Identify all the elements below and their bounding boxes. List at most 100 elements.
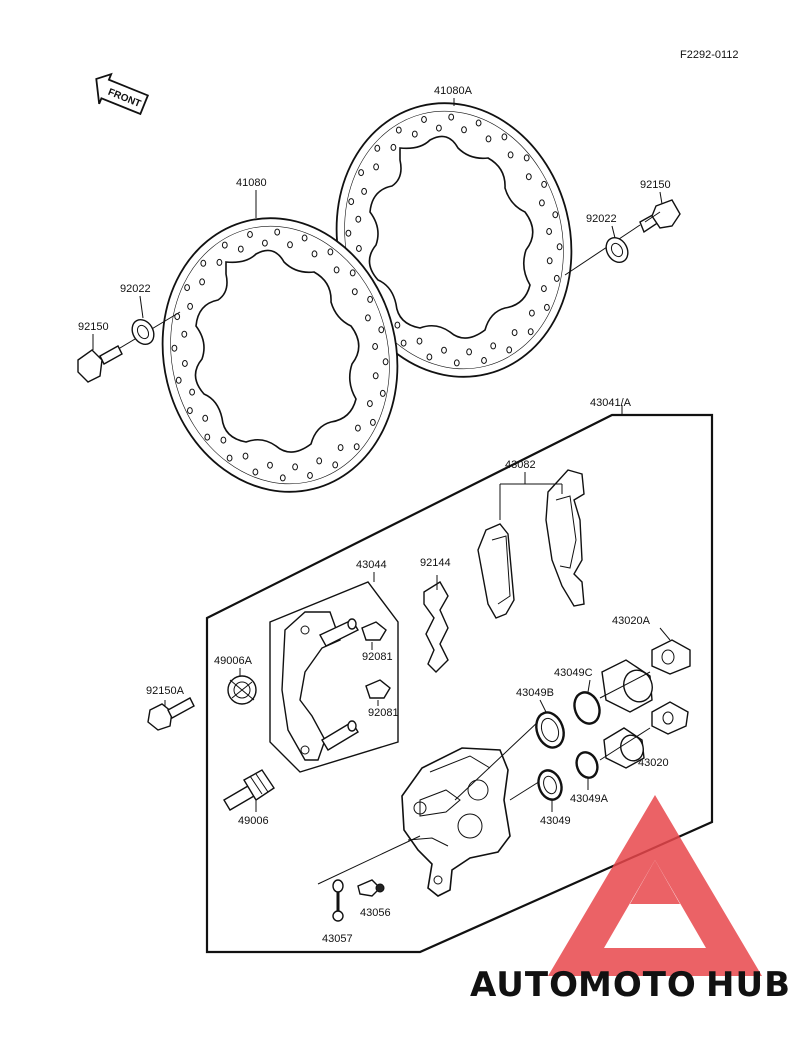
disc-hole — [252, 468, 259, 476]
disc-hole — [426, 353, 433, 361]
disc-hole — [356, 245, 362, 252]
disc-hole — [436, 124, 442, 132]
disc-hole — [501, 133, 508, 141]
label-washer-left: 92022 — [120, 283, 151, 295]
disc-hole — [461, 126, 467, 134]
disc-hole — [475, 119, 482, 127]
label-piston-small: 43020 — [638, 757, 669, 769]
disc-hole — [333, 266, 340, 274]
brake-pad-right — [545, 469, 585, 607]
disc-hole — [351, 288, 358, 296]
label-bleeder: 49006 — [238, 815, 269, 827]
piston-cover-small — [651, 701, 689, 735]
disc-hole — [490, 342, 497, 350]
label-washer-right: 92022 — [586, 213, 617, 225]
label-boot: 49006A — [214, 655, 253, 667]
disc-hole — [390, 143, 397, 151]
bolt-left — [77, 345, 123, 383]
disc-hole — [349, 269, 356, 277]
disc-hole — [311, 250, 318, 258]
disc-hole — [441, 346, 447, 354]
disc-hole — [382, 358, 389, 366]
disc-hole — [267, 461, 273, 469]
disc-hole — [373, 163, 380, 171]
disc-hole — [292, 463, 299, 471]
disc-hole — [171, 344, 178, 352]
disc-hole — [541, 180, 547, 188]
disc-hole — [511, 329, 518, 337]
disc-hole — [556, 243, 563, 251]
front-arrow: FRONT — [95, 72, 150, 116]
disc-hole — [355, 215, 362, 223]
disc-hole — [527, 328, 534, 336]
disc-hole — [453, 359, 460, 367]
piston-cover-large — [651, 639, 691, 675]
disc-hole — [204, 433, 211, 441]
disc-hole — [353, 443, 360, 451]
washer-left — [131, 318, 155, 346]
caliper-assembly-outline — [205, 413, 714, 954]
label-bolt-left: 92150 — [78, 321, 109, 333]
disc-hole — [348, 198, 355, 206]
label-pin: 43056 — [360, 907, 391, 919]
label-pads: 43082 — [505, 459, 536, 471]
disc-hole — [553, 274, 560, 282]
diagram-code: F2292-0112 — [680, 49, 739, 61]
disc-hole — [220, 436, 227, 444]
disc-hole — [247, 231, 253, 238]
disc-hole — [411, 130, 418, 138]
disc-hole — [506, 346, 513, 354]
disc-hole — [539, 199, 545, 207]
disc-hole — [187, 407, 193, 415]
disc-hole — [345, 229, 352, 237]
seal-small-b — [537, 769, 563, 801]
disc-hole — [416, 337, 423, 345]
washer-right — [605, 236, 629, 264]
disc-hole — [367, 295, 374, 303]
pad-spring — [423, 575, 449, 673]
caliper-bolt — [147, 697, 195, 731]
disc-hole — [400, 339, 407, 347]
disc-hole — [199, 278, 206, 286]
disc-hole — [485, 135, 492, 143]
disc-hole — [287, 241, 293, 249]
bolt-right — [639, 199, 681, 234]
watermark-logo: AUTO MOTO HUB — [470, 795, 791, 1005]
label-clip-lower: 92081 — [368, 707, 399, 719]
disc-hole — [279, 474, 286, 482]
brake-disc-rear — [161, 217, 399, 493]
disc-hole — [182, 360, 188, 367]
disc-hole — [523, 154, 530, 162]
disc-hole — [507, 151, 514, 159]
disc-hole — [379, 389, 386, 397]
disc-hole — [481, 357, 487, 364]
disc-hole — [242, 452, 249, 460]
disc-hole — [361, 187, 368, 195]
label-caliper-bolt: 92150A — [146, 685, 185, 697]
disc-hole — [546, 257, 553, 265]
disc-hole — [529, 309, 535, 317]
disc-hole — [200, 259, 207, 267]
watermark-moto: MOTO — [578, 965, 697, 1005]
disc-hole — [395, 126, 402, 134]
seal-large-b — [535, 711, 565, 749]
disc-hole — [394, 321, 401, 329]
disc-hole — [372, 372, 379, 380]
disc-hole — [541, 285, 547, 293]
seal-small-a — [575, 751, 599, 779]
disc-hole — [365, 314, 371, 322]
bleeder-valve — [223, 769, 275, 811]
disc-hole — [307, 472, 313, 479]
label-seal-large-b: 43049B — [516, 687, 554, 699]
label-disc-front: 41080A — [434, 85, 473, 97]
label-bracket: 43044 — [356, 559, 387, 571]
disc-hole — [332, 461, 339, 469]
disc-hole — [367, 400, 373, 408]
disc-hole — [374, 144, 381, 152]
caliper-pin — [357, 879, 385, 897]
watermark-hub: HUB — [706, 965, 791, 1005]
label-spring: 92144 — [420, 557, 451, 569]
disc-hole — [216, 258, 223, 266]
label-caliper-assembly: 43041/A — [590, 397, 632, 409]
